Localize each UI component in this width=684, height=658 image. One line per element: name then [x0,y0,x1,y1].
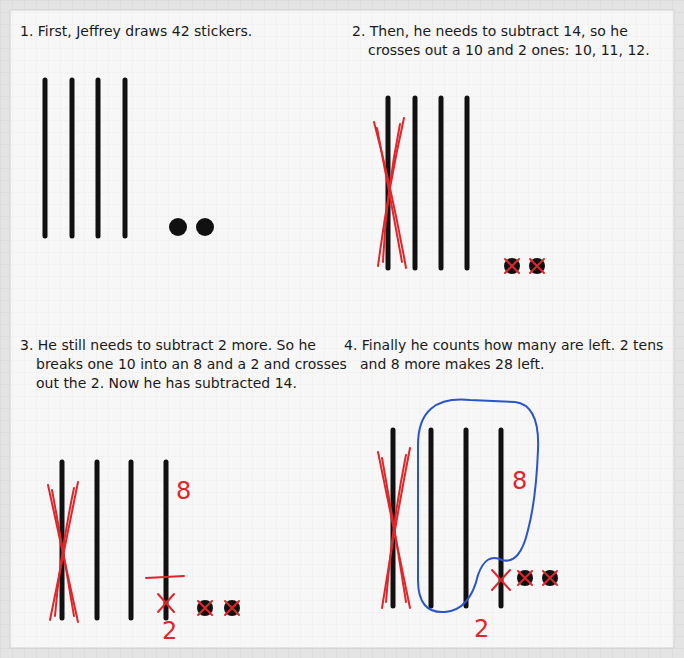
step-text: 2. Then, he needs to subtract 14, so he … [352,22,668,60]
one-dot [529,258,545,274]
one-dot [224,600,240,616]
one-dot [169,218,187,236]
step-text: 4. Finally he counts how many are left. … [344,336,678,374]
cross-out [48,482,239,622]
one-dot [517,570,533,586]
step-text: 3. He still needs to subtract 2 more. So… [20,336,354,393]
handwritten-number: 2 [474,616,498,642]
step-text: 1. First, Jeffrey draws 42 stickers. [20,22,346,41]
one-dot [196,218,214,236]
handwritten-number: 2 [162,618,186,644]
handwritten-number: 8 [512,468,536,494]
panel-ground [10,10,674,648]
one-dot [504,258,520,274]
handwritten-number: 8 [176,478,200,504]
one-dot [542,570,558,586]
count-loop [418,400,538,613]
ten-sticks [45,80,125,236]
cross-out [374,118,544,273]
cross-out [378,448,557,608]
panel-grid [10,10,674,648]
one-dot [197,600,213,616]
